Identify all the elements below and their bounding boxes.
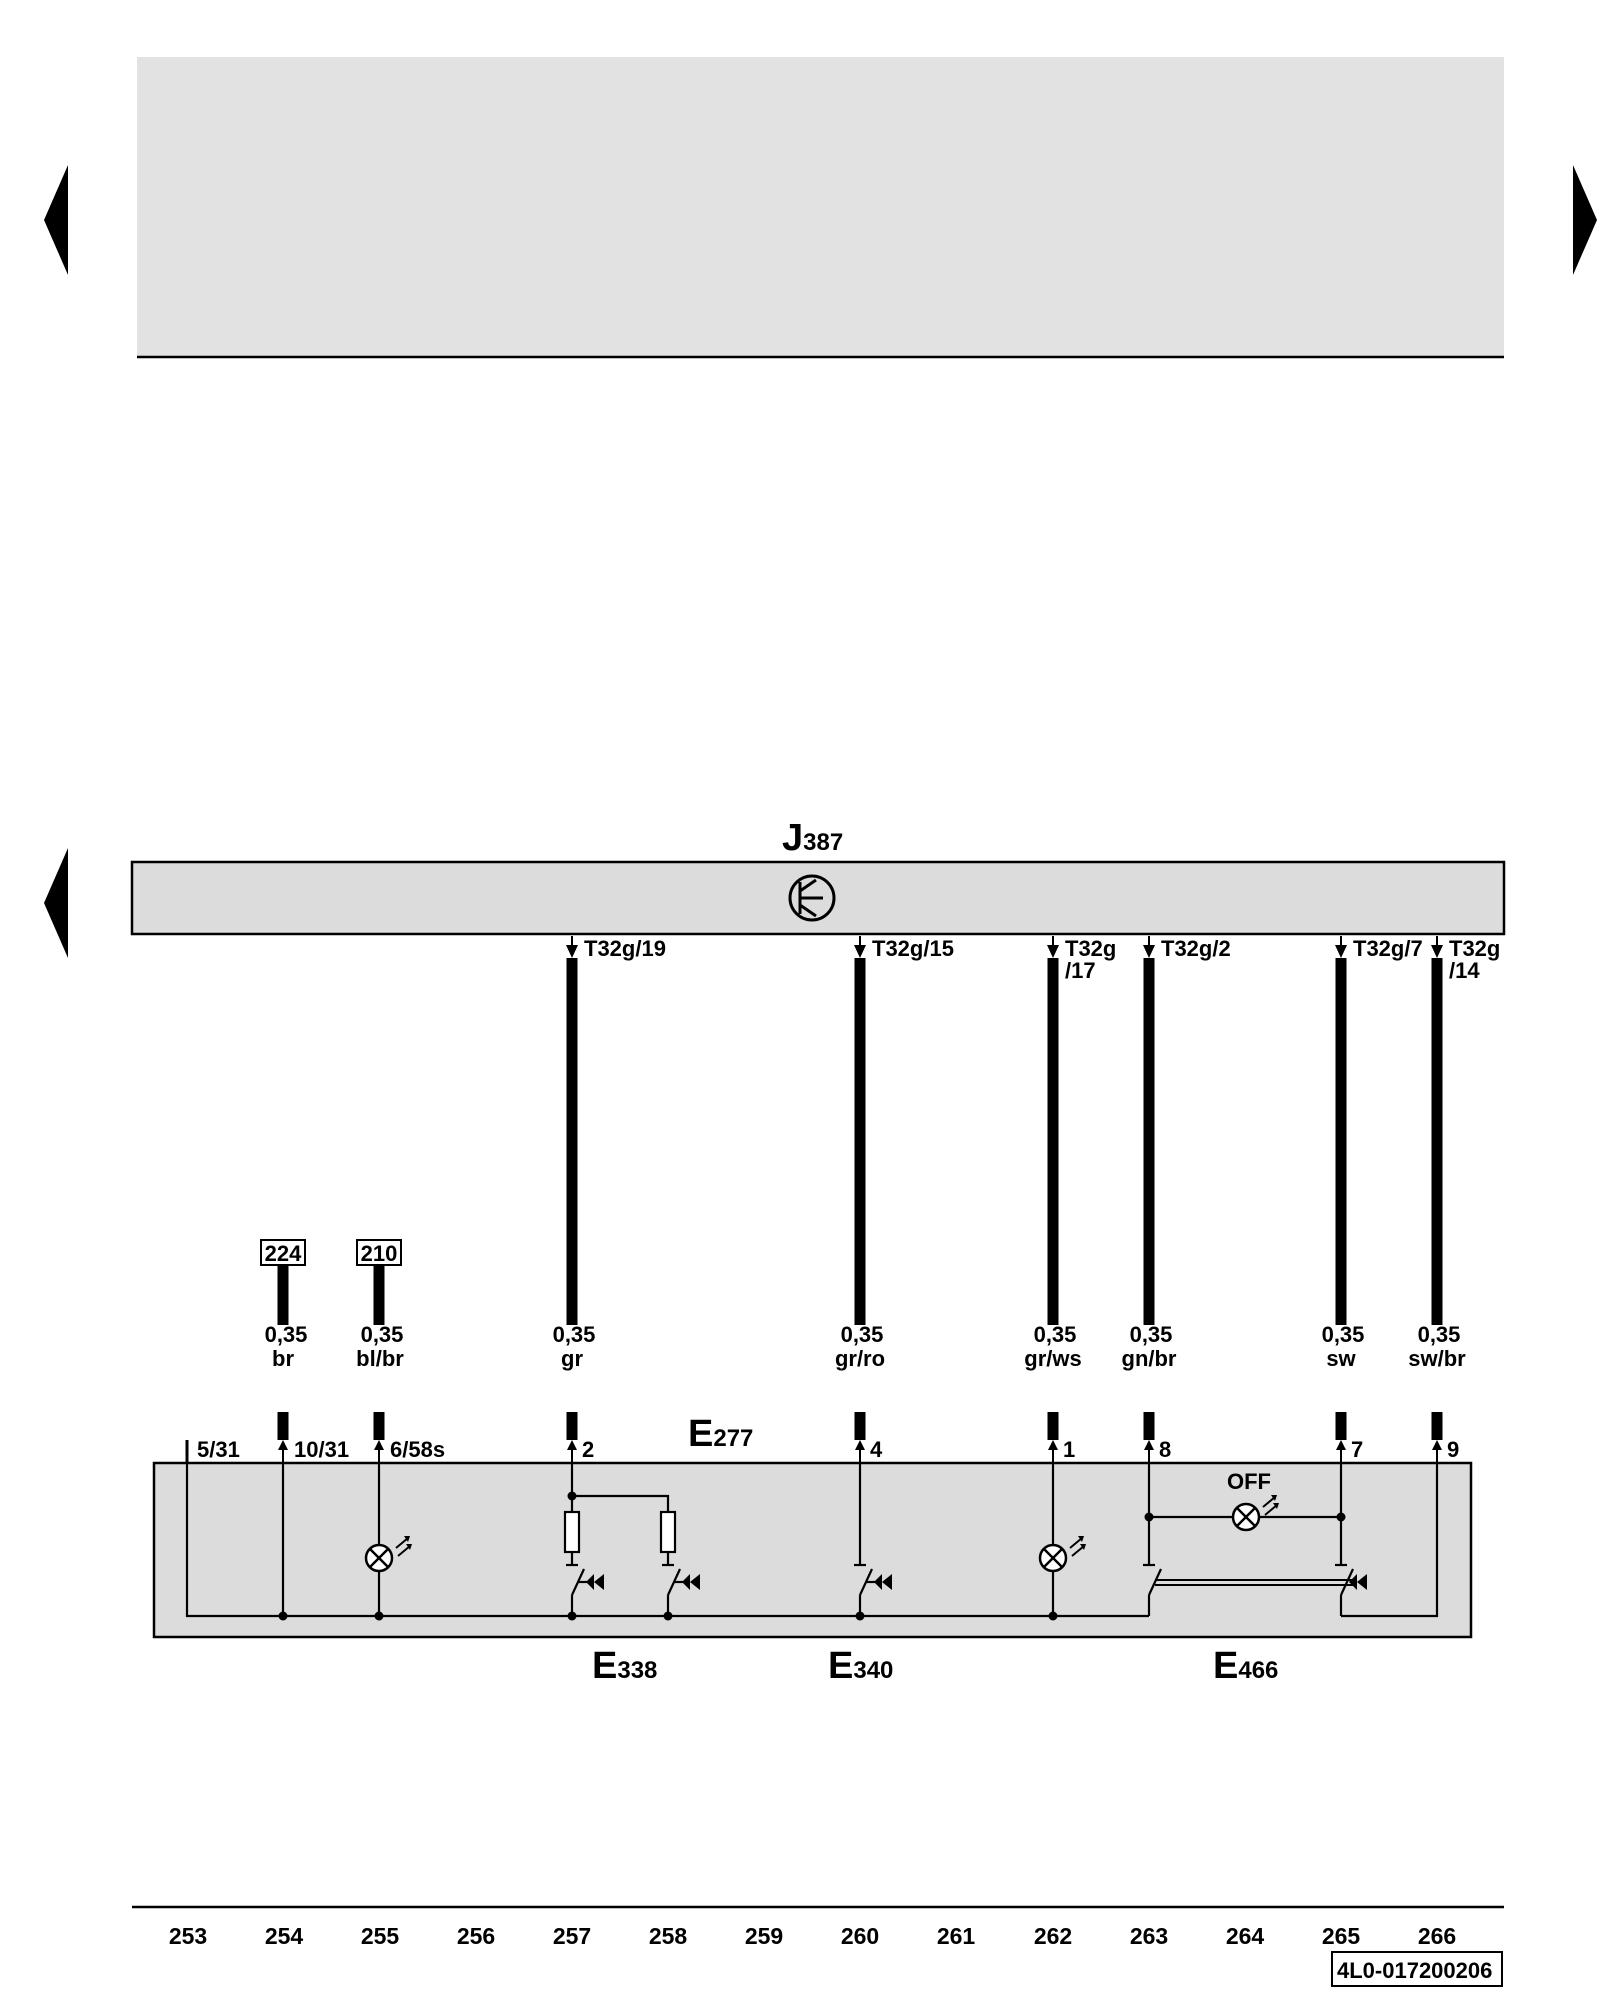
module-pin-label: /14: [1449, 958, 1480, 983]
column-number: 254: [265, 1923, 304, 1949]
wire-size: 0,35: [1034, 1322, 1077, 1347]
column-number: 258: [649, 1923, 688, 1949]
unit-pin-label: 8: [1159, 1437, 1171, 1462]
column-number: 266: [1418, 1923, 1456, 1949]
column-number: 261: [937, 1923, 976, 1949]
column-number: 263: [1130, 1923, 1168, 1949]
unit-pin-label: 1: [1063, 1437, 1075, 1462]
ref-box: [356, 1239, 402, 1266]
wire-size: 0,35: [1130, 1322, 1173, 1347]
wire-size: 0,35: [841, 1322, 884, 1347]
module-pin-label: T32g/15: [872, 936, 954, 961]
module-pin-label: T32g/2: [1161, 936, 1231, 961]
lamp-label: OFF: [1227, 1469, 1271, 1494]
unit-pin-label: 5/31: [197, 1437, 240, 1462]
wire-color: bl/br: [356, 1346, 404, 1371]
prev-page-arrow-icon[interactable]: [44, 165, 68, 275]
switch-unit-box: [152, 1461, 1473, 1639]
ref-box: [260, 1239, 306, 1266]
wire-color: gr/ws: [1024, 1346, 1081, 1371]
transistor-icon: [788, 874, 836, 922]
lamp-icon: [364, 1536, 412, 1573]
component-name: E340: [828, 1645, 893, 1687]
unit-pin-label: 6/58s: [390, 1437, 445, 1462]
module-pin-label: T32g: [1449, 936, 1500, 961]
column-number: 259: [745, 1923, 783, 1949]
unit-pin-label: 4: [870, 1437, 883, 1462]
column-number: 255: [361, 1923, 400, 1949]
unit-pin-label: 10/31: [294, 1437, 349, 1462]
column-number: 264: [1226, 1923, 1265, 1949]
unit-pin-label: 2: [582, 1437, 594, 1462]
wire-size: 0,35: [1418, 1322, 1461, 1347]
wire-size: 0,35: [361, 1322, 404, 1347]
ref-label: 210: [361, 1241, 398, 1266]
module-pin-arrows: [566, 936, 1443, 958]
wire-color: gr: [561, 1346, 583, 1371]
wire-color: gr/ro: [835, 1346, 885, 1371]
wire-size: 0,35: [265, 1322, 308, 1347]
module-name: J387: [782, 817, 843, 859]
next-page-arrow-icon[interactable]: [1573, 165, 1597, 275]
column-numbers: 253 254 255 256 257 258 259 260 261 262 …: [169, 1923, 1456, 1949]
off-lamp-icon: [1231, 1495, 1279, 1532]
column-number: 260: [841, 1923, 879, 1949]
doc-number-box: [1331, 1951, 1503, 1987]
unit-pin-label: 9: [1447, 1437, 1459, 1462]
wire-trunks: [277, 958, 1443, 1440]
unit-pin-arrows: [185, 1440, 1442, 1463]
prev-section-arrow-icon[interactable]: [44, 848, 68, 958]
wire-size: 0,35: [553, 1322, 596, 1347]
column-number: 265: [1322, 1923, 1361, 1949]
switch-unit-name: E277: [688, 1413, 753, 1455]
wire-labels: 0,35 br 0,35 bl/br 0,35 gr 0,35 gr/ro 0,…: [265, 1322, 1467, 1371]
column-number: 257: [553, 1923, 591, 1949]
ref-label: 224: [265, 1241, 302, 1266]
column-number: 253: [169, 1923, 207, 1949]
wire-color: sw: [1326, 1346, 1356, 1371]
unit-pin-label: 7: [1351, 1437, 1363, 1462]
wire-color: sw/br: [1408, 1346, 1466, 1371]
doc-number: 4L0-017200206: [1337, 1958, 1492, 1983]
component-name: E338: [592, 1645, 657, 1687]
column-number: 262: [1034, 1923, 1072, 1949]
module-pin-label: T32g: [1065, 936, 1116, 961]
column-number: 256: [457, 1923, 495, 1949]
lamp-icon: [1038, 1536, 1086, 1573]
wire-color: br: [272, 1346, 294, 1371]
top-panel: [137, 57, 1504, 357]
module-pin-label: /17: [1065, 958, 1096, 983]
wire-color: gn/br: [1122, 1346, 1177, 1371]
wire-size: 0,35: [1322, 1322, 1365, 1347]
module-pin-label: T32g/19: [584, 936, 666, 961]
component-name: E466: [1213, 1645, 1278, 1687]
module-pin-label: T32g/7: [1353, 936, 1423, 961]
internal-circuit: [185, 1463, 1439, 1621]
